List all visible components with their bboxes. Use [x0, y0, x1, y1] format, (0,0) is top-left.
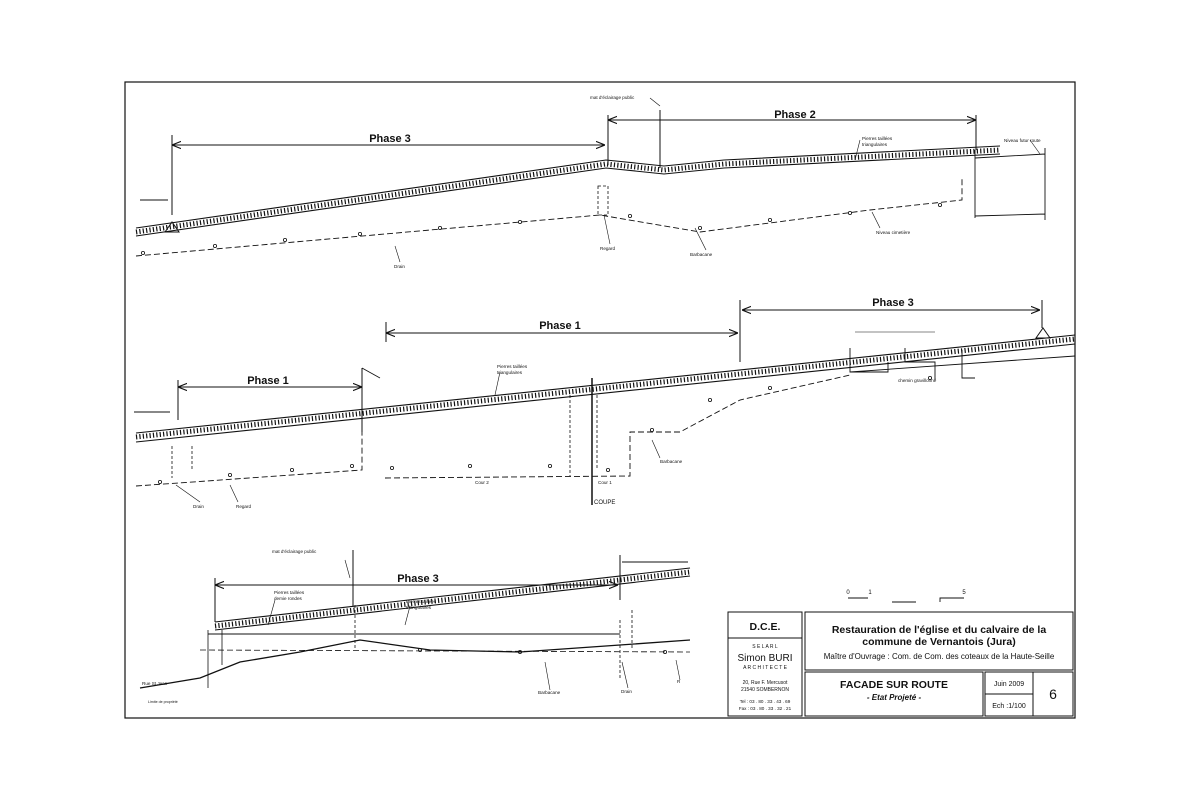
street-profile [139, 639, 691, 689]
barbacane-label-bottom: Barbacane [538, 690, 561, 695]
road-level-label: Niveau futur route [1004, 138, 1041, 143]
address-line-2: 21540 SOMBERNON [741, 687, 789, 693]
drawing-date: Juin 2009 [994, 681, 1024, 688]
lamp-post-label-bottom: mat d'éclairage public [272, 549, 317, 554]
ground-level-dashed [135, 178, 963, 257]
half-round-stones-label: Pierres taillées [274, 590, 305, 595]
courtyard-1-label: Cour 1 [598, 480, 612, 485]
ground-level-dashed [199, 649, 691, 653]
upper-path [849, 355, 1076, 373]
pier-cap [164, 221, 180, 233]
pier-cap [1035, 327, 1051, 339]
phase-3-bottom-label: Phase 3 [397, 573, 439, 585]
barbacane-label-top: Barbacane [690, 252, 713, 257]
elevation-top [135, 97, 1046, 263]
phase-1-left-label: Phase 1 [247, 375, 289, 387]
cemetery-level-label: Niveau cimetière [876, 230, 911, 235]
bottom-drain-dots [417, 648, 668, 655]
phase-1-center-label: Phase 1 [539, 320, 581, 332]
street-label: Rue St Jean [142, 681, 168, 686]
triangular-stones-label: Pierres taillées [406, 599, 437, 604]
regard-label-top: Regard [600, 246, 616, 251]
barbacane-label-middle: Barbacane [660, 459, 683, 464]
firm-role: A R C H I T E C T E [743, 665, 787, 671]
sheet-number: 6 [1049, 686, 1057, 702]
wall-top-line [135, 334, 1076, 434]
r-mark-label: R [677, 679, 681, 684]
wall-base-line [135, 343, 1076, 443]
middle-drain-dots [157, 375, 933, 484]
wall-coping [135, 147, 1001, 235]
manhole-regard [597, 185, 609, 216]
courtyard-2-label: Cour 2 [475, 480, 489, 485]
sheet-title: FACADE SUR ROUTE [840, 679, 948, 691]
road-line [974, 148, 1046, 220]
wall-top-line [135, 145, 1001, 229]
scale-bar [848, 597, 964, 603]
title-block [727, 611, 1074, 717]
stones-label: Pierres taillées [862, 136, 893, 141]
project-title-line-2: commune de Vernantois (Jura) [862, 636, 1015, 648]
phone: Tel : 03 . 80 . 33 . 43 . 69 [740, 699, 791, 704]
section-label: COUPE [594, 500, 615, 506]
phase-3-top-label: Phase 3 [369, 133, 411, 145]
garden-path-structure [849, 348, 975, 380]
drain-label-top: Drain [394, 264, 405, 269]
lamp-post-label: mat d'éclairage public [590, 95, 635, 100]
top-drain-dots [140, 202, 943, 255]
stones-label: Pierres taillées [497, 364, 528, 369]
project-title-line-1: Restauration de l'église et du calvaire … [832, 624, 1046, 636]
path-label: chemin gravillonné [898, 378, 937, 383]
phase-3-middle-label: Phase 3 [872, 297, 914, 309]
wall-base-line [135, 153, 1001, 237]
wall-base-line [214, 575, 691, 631]
firm-kind: S E L A R L [752, 644, 778, 650]
phase-2-top-label: Phase 2 [774, 109, 816, 121]
elevation-bottom [139, 550, 691, 691]
property-limit-label: Limite de propriété [148, 700, 178, 704]
elevation-middle [134, 300, 1076, 505]
scale-label-0: 0 [846, 590, 850, 596]
stones-label-2: triangulaires [497, 370, 523, 375]
triangular-stones-label-2: triangulaires [406, 605, 432, 610]
scale-label-5: 5 [962, 590, 966, 596]
drawing-scale: Ech :1/100 [992, 703, 1026, 710]
client: Maître d'Ouvrage : Com. de Com. des cote… [824, 652, 1055, 661]
phase-label: D.C.E. [750, 621, 781, 633]
drain-label-bottom: Drain [621, 689, 632, 694]
sheet-subtitle: - Etat Projeté - [867, 693, 922, 702]
half-round-stones-label-2: demie rondes [274, 596, 303, 601]
wall-top-line [214, 567, 691, 623]
stones-label-2: triangulaires [862, 142, 888, 147]
drawing-frame [124, 81, 1076, 719]
fax: Fax : 03 . 80 . 33 . 32 . 21 [739, 706, 792, 711]
scale-label-1: 1 [868, 590, 872, 596]
architect-name: Simon BURI [737, 653, 792, 664]
address-line-1: 20, Rue F. Mercusot [743, 680, 788, 686]
drain-label-middle: Drain [193, 504, 204, 509]
wall-coping [135, 336, 1076, 440]
regard-label-middle: Regard [236, 504, 252, 509]
